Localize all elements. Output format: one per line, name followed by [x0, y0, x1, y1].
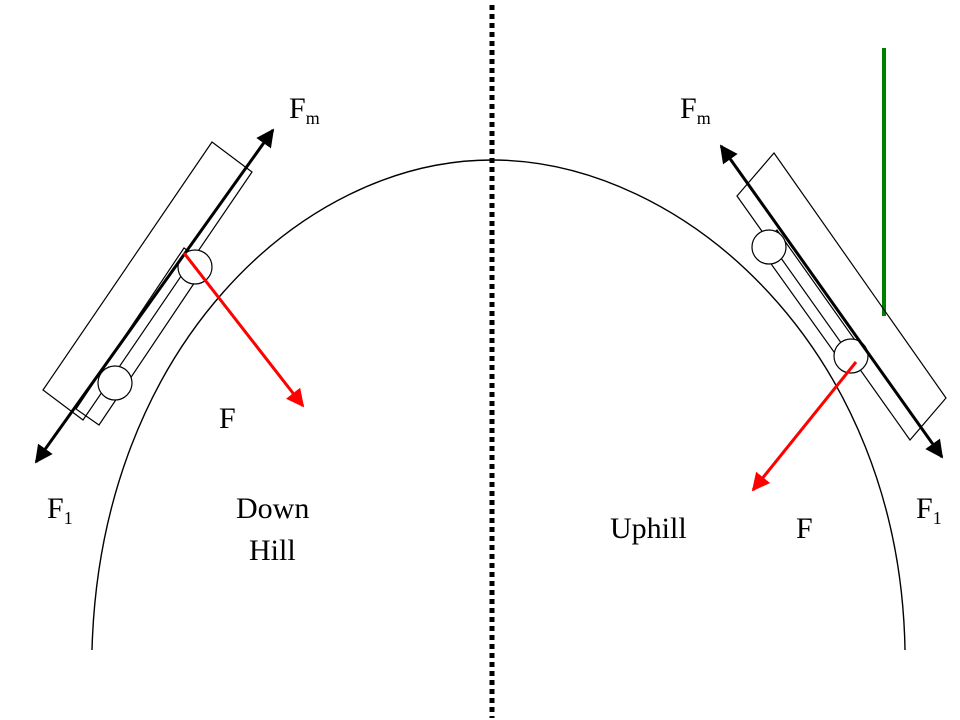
uphill-label-F1: F1: [916, 492, 942, 528]
uphill-label-F: F: [796, 512, 813, 545]
downhill-vehicle: [42, 141, 253, 426]
downhill-force-F-arrow: [182, 252, 305, 408]
uphill-vehicle: [736, 152, 947, 441]
downhill-title-line1: Down: [236, 492, 309, 525]
downhill-title-line2: Hill: [249, 534, 296, 567]
uphill-upper-wheel: [751, 229, 787, 265]
downhill-force-axis: [34, 128, 275, 464]
downhill-label-Fm: Fm: [289, 92, 320, 128]
downhill-rear-wheel: [97, 365, 133, 401]
uphill-force-axis: [719, 144, 944, 459]
uphill-label-Fm: Fm: [680, 92, 711, 128]
downhill-label-F1: F1: [47, 492, 73, 528]
uphill-title: Uphill: [610, 512, 687, 545]
downhill-label-F: F: [219, 402, 236, 435]
downhill-vehicle-body: [42, 141, 253, 421]
uphill-vehicle-body: [736, 152, 947, 441]
uphill-force-F-arrow: [751, 361, 858, 492]
